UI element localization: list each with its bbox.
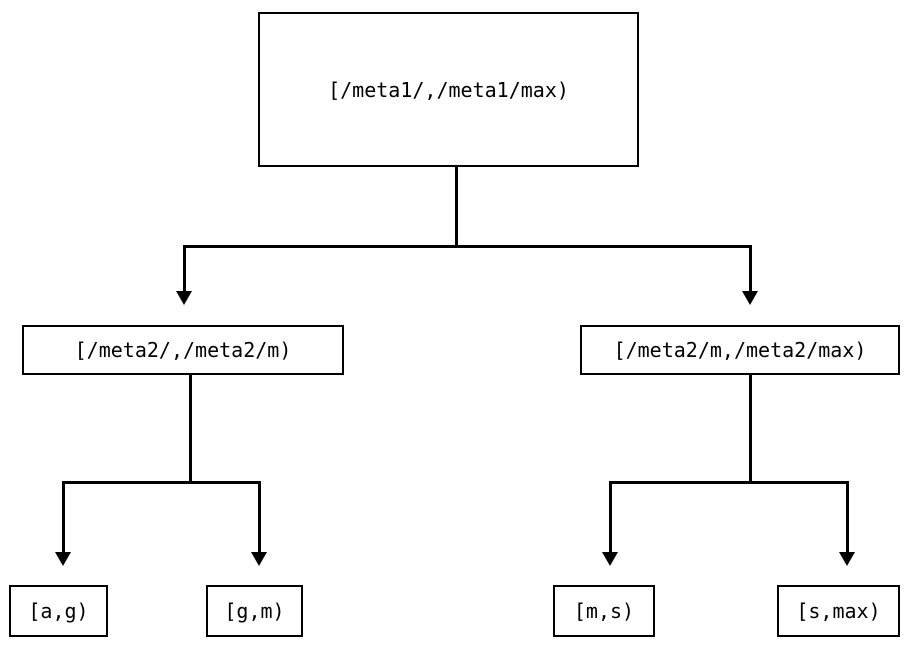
edge-mid-right-to-leaf-smax-drop	[846, 481, 849, 553]
node-mid-left[interactable]: [/meta2/,/meta2/m)	[22, 325, 344, 375]
arrowhead-root-to-mid-right	[742, 291, 758, 305]
edge-mid-left-to-leaf-gm-drop	[258, 481, 261, 553]
edge-root-trunk	[455, 167, 458, 247]
edge-root-to-mid-right-drop	[749, 245, 752, 292]
edge-mid-left-to-leaf-ag-drop	[62, 481, 65, 553]
edge-mid-left-crossbar	[62, 481, 261, 484]
node-leaf-ag[interactable]: [a,g)	[9, 585, 108, 637]
node-root[interactable]: [/meta1/,/meta1/max)	[258, 12, 639, 167]
node-mid-right[interactable]: [/meta2/m,/meta2/max)	[580, 325, 900, 375]
edge-root-to-mid-left-drop	[183, 245, 186, 292]
edge-mid-left-trunk	[189, 375, 192, 483]
arrowhead-root-to-mid-left	[176, 291, 192, 305]
arrowhead-mid-left-to-leaf-ag	[55, 552, 71, 566]
edge-mid-right-crossbar	[609, 481, 849, 484]
node-leaf-gm[interactable]: [g,m)	[206, 585, 303, 637]
node-leaf-ms[interactable]: [m,s)	[553, 585, 655, 637]
arrowhead-mid-right-to-leaf-ms	[602, 552, 618, 566]
node-leaf-smax[interactable]: [s,max)	[777, 585, 900, 637]
edge-mid-right-to-leaf-ms-drop	[609, 481, 612, 553]
arrowhead-mid-left-to-leaf-gm	[251, 552, 267, 566]
edge-mid-right-trunk	[749, 375, 752, 483]
arrowhead-mid-right-to-leaf-smax	[839, 552, 855, 566]
edge-root-crossbar	[183, 245, 752, 248]
